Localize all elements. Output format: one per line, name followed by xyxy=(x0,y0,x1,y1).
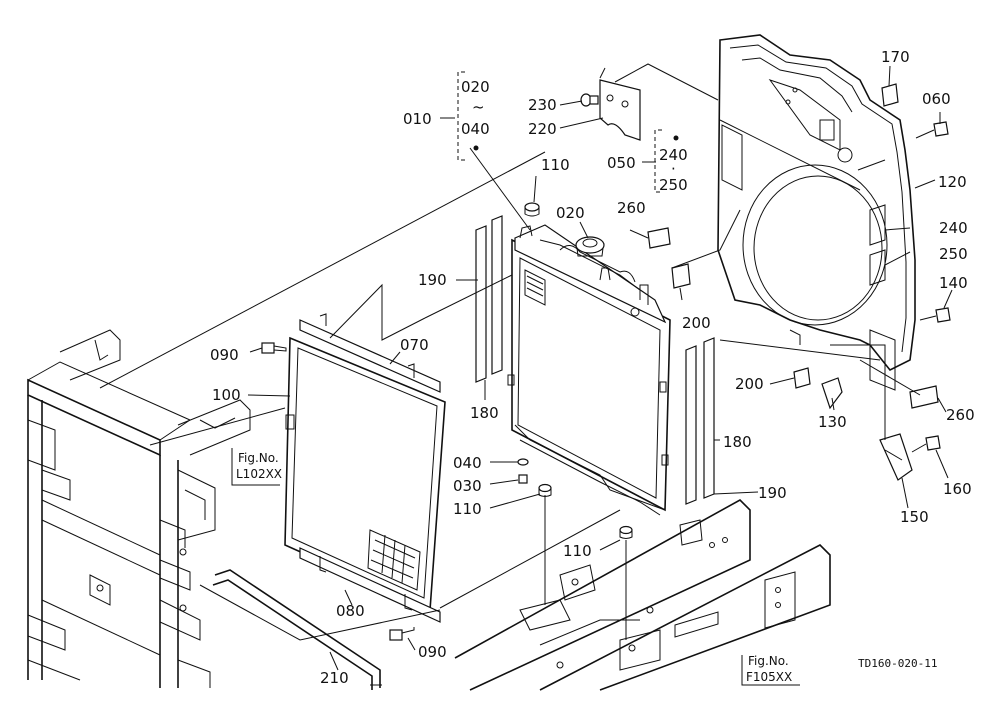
label-170: 170 xyxy=(881,48,910,66)
bolt-090-lower xyxy=(389,627,415,641)
fig-ref-b-title: Fig.No. xyxy=(748,654,789,668)
label-240: 240 xyxy=(939,219,968,237)
cushion-170 xyxy=(881,83,899,107)
label-260-lower: 260 xyxy=(946,406,975,424)
label-200-upper: 200 xyxy=(682,314,711,332)
bolt-230 xyxy=(580,93,599,107)
cushion-260-lower xyxy=(909,385,939,409)
label-060: 060 xyxy=(922,90,951,108)
bolt-090-upper xyxy=(261,342,287,354)
clip-130 xyxy=(821,377,843,410)
label-110-top: 110 xyxy=(541,156,570,174)
label-190-upper: 190 xyxy=(418,271,447,289)
bracket-150 xyxy=(879,433,913,481)
label-090-lower: 090 xyxy=(418,643,447,661)
cushion-200-upper xyxy=(671,263,691,289)
front-frame xyxy=(27,329,251,688)
fig-ref-a-title: Fig.No. xyxy=(238,451,279,465)
cushion-200-lower xyxy=(793,367,811,389)
label-180-left: 180 xyxy=(470,404,499,422)
label-230: 230 xyxy=(528,96,557,114)
rubber-mount-top xyxy=(524,202,540,217)
upper-bracket-bar xyxy=(299,313,441,393)
label-090-upper: 090 xyxy=(210,346,239,364)
fan-shroud xyxy=(717,34,916,391)
label-250: 250 xyxy=(939,245,968,263)
label-180-right: 180 xyxy=(723,433,752,451)
label-120: 120 xyxy=(938,173,967,191)
drain-plug xyxy=(517,458,529,484)
bracket-050 xyxy=(654,129,679,193)
label-070: 070 xyxy=(400,336,429,354)
label-240-range: 240 xyxy=(659,146,688,164)
label-range-tilde: ~ xyxy=(472,98,485,116)
guide-lines xyxy=(99,63,921,641)
bracket-010 xyxy=(457,71,479,161)
label-range-dot: · xyxy=(671,160,676,178)
fig-ref-box-b xyxy=(741,655,800,686)
label-200-lower: 200 xyxy=(735,375,764,393)
seal-strips-left xyxy=(475,215,503,383)
fig-ref-b-code: F105XX xyxy=(746,670,792,684)
label-110-mid: 110 xyxy=(453,500,482,518)
fig-ref-a-code: L102XX xyxy=(236,467,282,481)
label-010: 010 xyxy=(403,110,432,128)
label-130: 130 xyxy=(818,413,847,431)
rubber-mount-bottom-right xyxy=(619,525,633,539)
label-260-upper: 260 xyxy=(617,199,646,217)
radiator-core xyxy=(507,224,671,516)
bolt-060 xyxy=(915,121,949,139)
drawing-code: TD160-020-11 xyxy=(858,657,937,670)
label-150: 150 xyxy=(900,508,929,526)
cap-bracket xyxy=(599,79,641,141)
label-030: 030 xyxy=(453,477,482,495)
seal-strips-right xyxy=(685,337,715,505)
leader-lines xyxy=(247,65,953,671)
label-100: 100 xyxy=(212,386,241,404)
label-210: 210 xyxy=(320,669,349,687)
label-250-range: 250 xyxy=(659,176,688,194)
label-140: 140 xyxy=(939,274,968,292)
rubber-mount-bottom-left xyxy=(538,483,552,497)
label-020-cap: 020 xyxy=(556,204,585,222)
bolt-140 xyxy=(919,307,951,323)
lower-bracket-bar xyxy=(299,547,441,623)
label-160: 160 xyxy=(943,480,972,498)
chassis-frame xyxy=(454,499,831,691)
label-040-range-end: 040 xyxy=(461,120,490,138)
label-190-lower: 190 xyxy=(758,484,787,502)
label-110-lower: 110 xyxy=(563,542,592,560)
bolt-160 xyxy=(911,435,941,453)
overflow-pipe xyxy=(212,569,382,690)
fig-ref-box-a xyxy=(231,448,280,486)
label-080: 080 xyxy=(336,602,365,620)
cushion-260-upper xyxy=(647,227,671,249)
radiator-cap xyxy=(575,236,605,257)
label-040: 040 xyxy=(453,454,482,472)
label-050: 050 xyxy=(607,154,636,172)
label-220: 220 xyxy=(528,120,557,138)
label-020-range-start: 020 xyxy=(461,78,490,96)
